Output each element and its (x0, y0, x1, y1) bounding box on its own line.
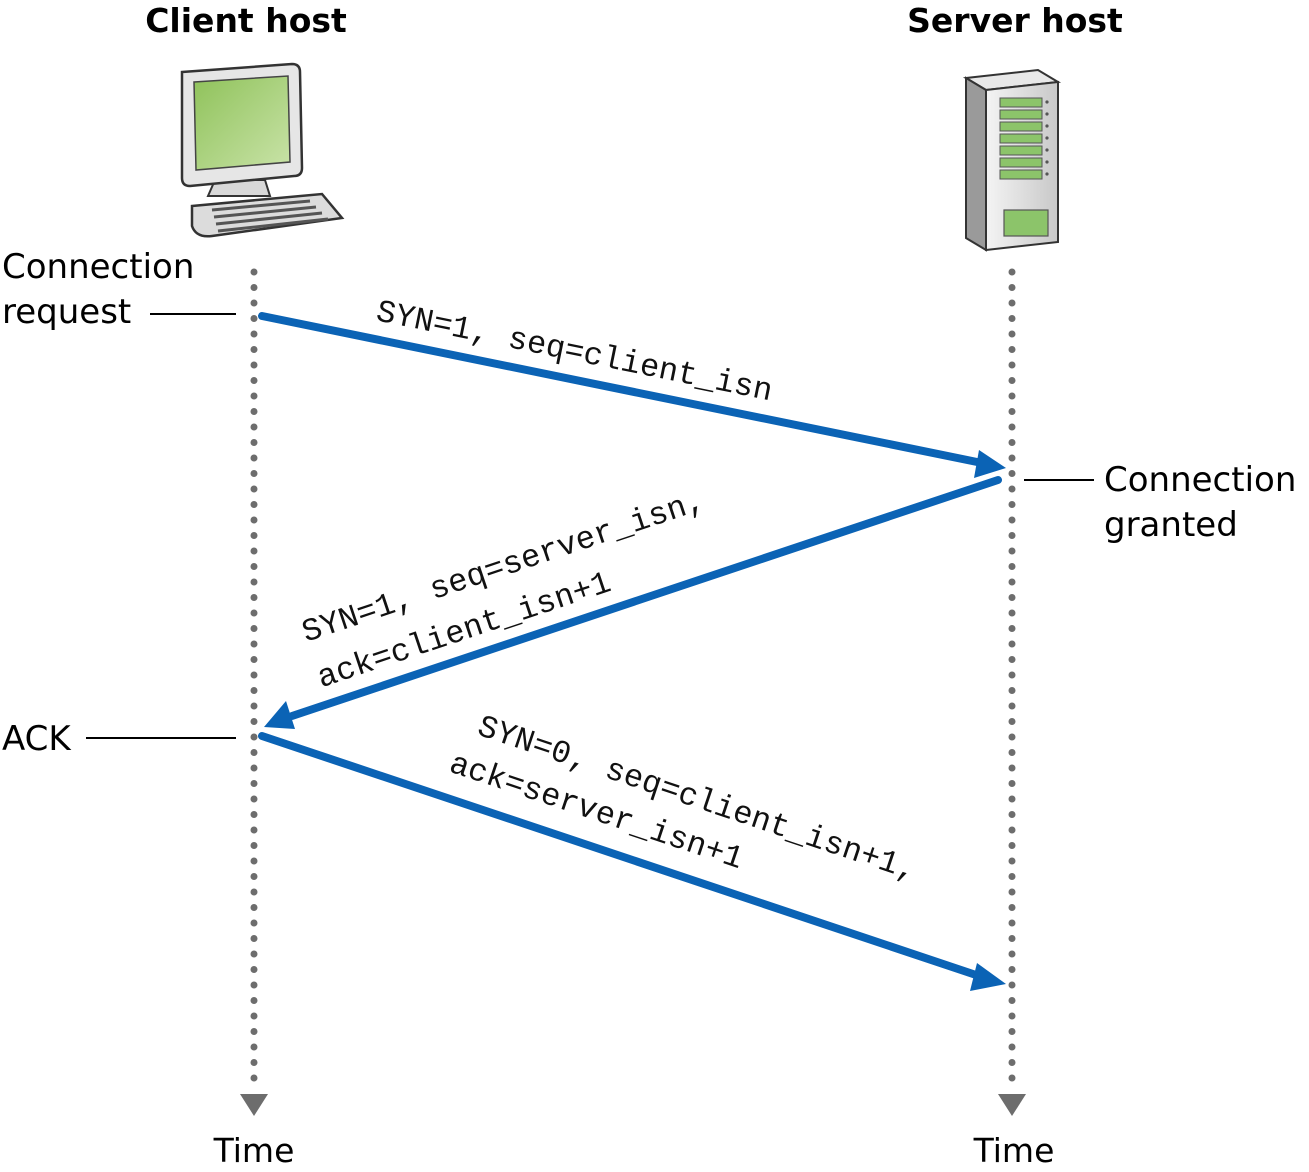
connection-granted-label: Connection granted (1024, 460, 1296, 545)
connection-request-line-2: request (2, 292, 131, 332)
connection-granted-line-1: Connection (1104, 460, 1296, 500)
server-timeline (998, 268, 1026, 1116)
synack-segment-arrow (264, 476, 1002, 729)
ack-segment-arrow (258, 732, 1006, 991)
server-host-title: Server host (907, 1, 1123, 40)
ack-label-text: ACK (2, 719, 72, 759)
syn-arrowhead (974, 450, 1006, 478)
server-time-label: Time (973, 1131, 1055, 1170)
client-timeline (240, 268, 268, 1116)
desktop-computer-icon (180, 62, 345, 238)
server-time-arrowhead (998, 1094, 1026, 1116)
ack-arrowhead (970, 963, 1006, 991)
connection-granted-line-2: granted (1104, 505, 1238, 545)
client-host-title: Client host (145, 1, 347, 40)
synack-arrowhead (264, 701, 295, 729)
connection-request-line-1: Connection (2, 247, 194, 287)
ack-event-label: ACK (2, 719, 236, 759)
client-time-arrowhead (240, 1094, 268, 1116)
client-time-label: Time (213, 1131, 295, 1170)
server-tower-icon (962, 68, 1062, 252)
connection-request-label: Connection request (2, 247, 236, 332)
syn-segment-arrow (258, 312, 1006, 478)
